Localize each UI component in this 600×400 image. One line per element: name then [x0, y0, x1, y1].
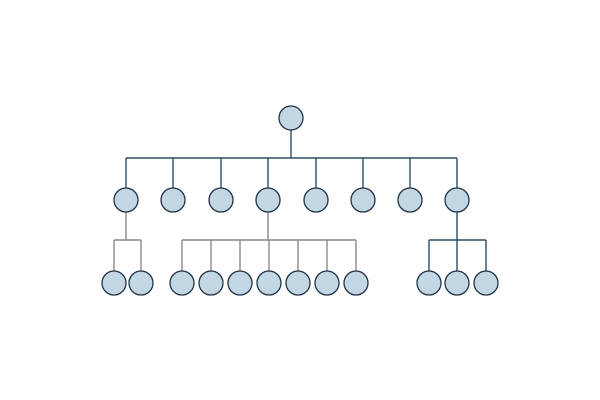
level1-node-6 — [350, 187, 376, 213]
level2-node-4-4 — [256, 270, 282, 296]
level2-node-4-6 — [314, 270, 340, 296]
level1-node-7 — [397, 187, 423, 213]
level2-node-4-1 — [169, 270, 195, 296]
level1-node-8 — [444, 187, 470, 213]
level2-node-4-5 — [285, 270, 311, 296]
level1-node-3 — [208, 187, 234, 213]
level2-node-4-2 — [198, 270, 224, 296]
level2-node-1-1 — [101, 270, 127, 296]
node-layer — [101, 105, 499, 296]
level2-node-4-3 — [227, 270, 253, 296]
level2-node-8-2 — [444, 270, 470, 296]
level1-node-2 — [160, 187, 186, 213]
root-node — [278, 105, 304, 131]
level1-node-1 — [113, 187, 139, 213]
level2-node-8-1 — [416, 270, 442, 296]
edge-layer — [113, 130, 487, 271]
level2-node-1-2 — [128, 270, 154, 296]
level2-node-4-7 — [343, 270, 369, 296]
level2-node-8-3 — [473, 270, 499, 296]
level1-node-5 — [303, 187, 329, 213]
level1-node-4 — [255, 187, 281, 213]
